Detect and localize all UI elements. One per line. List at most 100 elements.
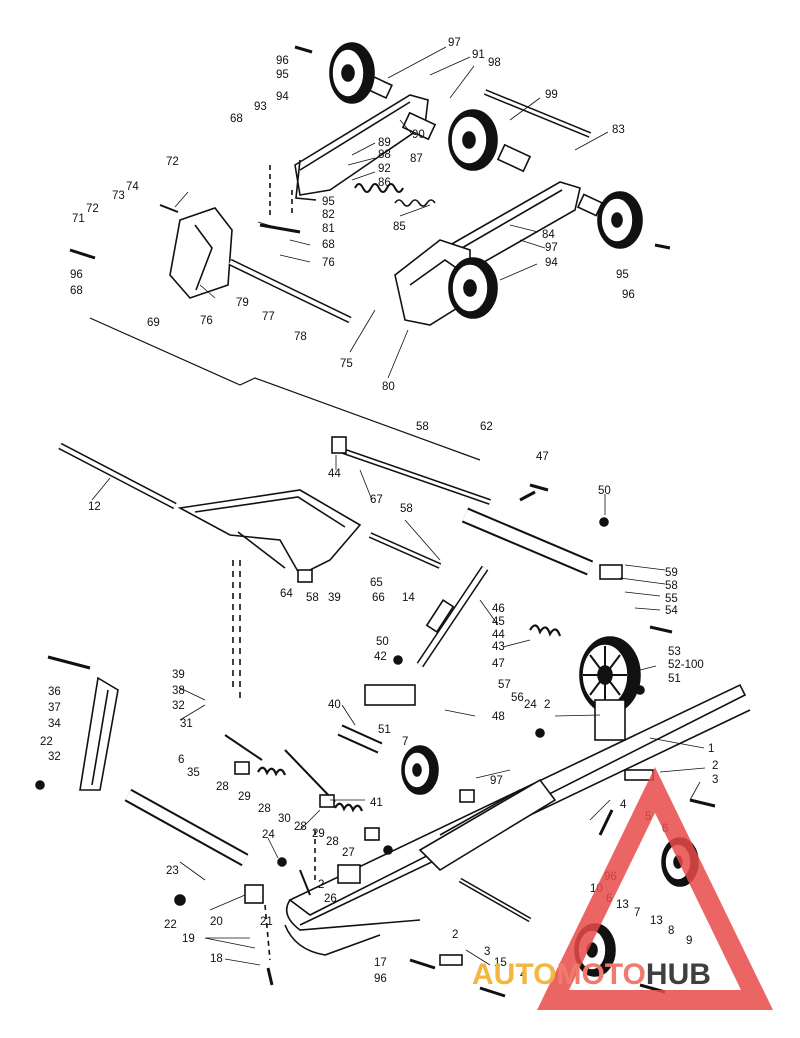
callout-c6: 94 [276, 91, 289, 103]
callout-c39: 78 [294, 331, 307, 343]
callout-c41: 80 [382, 381, 395, 393]
callout-c71: 56 [511, 692, 524, 704]
callout-c3: 95 [276, 69, 289, 81]
callout-c21: 82 [322, 209, 335, 221]
callout-c107: 2 [318, 879, 324, 891]
callout-c63: 43 [492, 641, 505, 653]
callout-c70: 57 [498, 679, 511, 691]
watermark-text: AUTOMOTOHUB [472, 958, 711, 991]
callout-c37: 77 [262, 311, 275, 323]
callout-c124: 15 [494, 957, 507, 969]
callout-c86: 32 [48, 751, 61, 763]
callout-c30: 94 [545, 257, 558, 269]
callout-c118: 19 [182, 933, 195, 945]
callout-c54: 64 [280, 588, 293, 600]
callout-labels: 97 96 95 91 98 94 99 93 68 90 83 89 88 8… [40, 37, 718, 985]
upper-wheels [329, 42, 643, 319]
watermark-moto: MOTO [556, 958, 645, 991]
callout-c5: 98 [488, 57, 501, 69]
callout-c40: 75 [340, 358, 353, 370]
callout-c83: 51 [378, 724, 391, 736]
middle-assembly [58, 436, 673, 700]
callout-c98: 30 [278, 813, 291, 825]
idler-wheel [448, 257, 498, 319]
callout-c24: 85 [393, 221, 406, 233]
callout-c116: 21 [260, 916, 273, 928]
callout-c94: 3 [712, 774, 718, 786]
callout-c56: 39 [328, 592, 341, 604]
callout-c105: 27 [342, 847, 355, 859]
callout-c4: 91 [472, 49, 485, 61]
callout-c13: 88 [378, 149, 391, 161]
callout-c65: 42 [374, 651, 387, 663]
callout-c84: 7 [402, 736, 408, 748]
callout-c34: 79 [236, 297, 249, 309]
callout-c49: 58 [400, 503, 413, 515]
slide-wheel [401, 745, 439, 795]
callout-c9: 68 [230, 113, 243, 125]
callout-c88: 35 [187, 767, 200, 779]
callout-c60: 46 [492, 603, 505, 615]
callout-c73: 36 [48, 686, 61, 698]
callout-c79: 24 [524, 699, 537, 711]
idler-wheel [448, 109, 498, 171]
callout-c120: 2 [452, 929, 458, 941]
callout-c69: 51 [668, 673, 681, 685]
callout-c33: 68 [70, 285, 83, 297]
callout-c87: 6 [178, 754, 184, 766]
callout-c20: 73 [112, 190, 125, 202]
callout-c103: 28 [326, 836, 339, 848]
callout-c8: 93 [254, 101, 267, 113]
callout-c72: 39 [172, 669, 185, 681]
callout-c48: 50 [598, 485, 611, 497]
callout-c101: 29 [312, 828, 325, 840]
callout-c46: 67 [370, 494, 383, 506]
callout-c28: 97 [545, 242, 558, 254]
callout-c42: 58 [416, 421, 429, 433]
callout-c36: 76 [200, 315, 213, 327]
callout-c11: 83 [612, 124, 625, 136]
callout-c68: 47 [492, 658, 505, 670]
callout-c29: 76 [322, 257, 335, 269]
callout-c35: 96 [622, 289, 635, 301]
callout-c89: 1 [708, 743, 714, 755]
callout-c52: 65 [370, 577, 383, 589]
section-divider [89, 317, 481, 461]
watermark-triangle [537, 767, 773, 1010]
callout-c125: 17 [374, 957, 387, 969]
callout-c77: 40 [328, 699, 341, 711]
callout-c44: 47 [536, 451, 549, 463]
callout-c104: 24 [262, 829, 275, 841]
callout-c47: 12 [88, 501, 101, 513]
callout-c95: 28 [258, 803, 271, 815]
callout-c57: 66 [372, 592, 385, 604]
callout-c76: 32 [172, 700, 185, 712]
callout-c91: 2 [712, 760, 718, 772]
callout-c19: 95 [322, 196, 335, 208]
leader-lines [91, 46, 706, 966]
callout-c43: 62 [480, 421, 493, 433]
idler-wheel [597, 191, 643, 249]
callout-c58: 14 [402, 592, 415, 604]
callout-c2: 96 [276, 55, 289, 67]
callout-c23: 81 [322, 223, 335, 235]
callout-c59: 54 [665, 605, 678, 617]
callout-c32: 95 [616, 269, 629, 281]
callout-c114: 13 [616, 899, 629, 911]
callout-c25: 71 [72, 213, 85, 225]
callout-c109: 26 [324, 893, 337, 905]
callout-c1: 97 [448, 37, 461, 49]
callout-c123: 3 [484, 946, 490, 958]
callout-c16: 72 [166, 156, 179, 168]
callout-c17: 86 [378, 177, 391, 189]
watermark-hub: HUB [646, 958, 711, 991]
callout-c75: 37 [48, 702, 61, 714]
callout-c100: 28 [294, 821, 307, 833]
callout-c127: 96 [374, 973, 387, 985]
callout-c64: 50 [376, 636, 389, 648]
callout-c112: 22 [164, 919, 177, 931]
callout-c74: 38 [172, 685, 185, 697]
callout-c61: 45 [492, 616, 505, 628]
callout-c115: 7 [634, 907, 640, 919]
